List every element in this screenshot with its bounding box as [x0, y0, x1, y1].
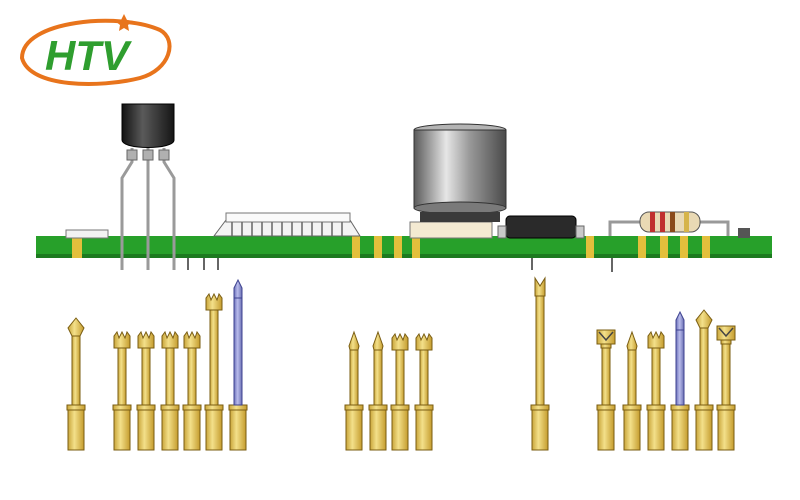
probe-crown — [414, 332, 434, 451]
electrolytic-capacitor — [413, 123, 507, 222]
pcb-pads — [72, 236, 710, 258]
probe-spear — [344, 330, 364, 451]
probe-crown — [390, 332, 410, 451]
logo-text: HTV — [45, 32, 132, 79]
probe-crown — [204, 292, 224, 451]
smd-ic — [213, 212, 361, 237]
smd-component — [497, 215, 585, 239]
probe-square-cup — [596, 329, 616, 451]
transistor — [120, 103, 219, 270]
logo-orbit-ring — [19, 18, 172, 86]
probe-cone-spear — [66, 317, 86, 451]
probe-needle — [228, 278, 248, 451]
probe-square-cup — [716, 325, 736, 451]
probe-cone-spear — [694, 309, 714, 451]
probe-spear — [368, 330, 388, 451]
probe-crown — [646, 330, 666, 451]
probe-crown — [112, 330, 132, 451]
pcb-board — [36, 221, 772, 258]
star-icon — [115, 14, 133, 31]
htv-logo: HTV — [19, 14, 172, 86]
test-probes — [66, 276, 736, 451]
probe-crown — [160, 330, 180, 451]
probe-needle — [670, 310, 690, 451]
probe-spear — [622, 330, 642, 451]
axial-resistor — [531, 211, 730, 272]
probe-v-cup — [530, 276, 550, 451]
probe-crown — [136, 330, 156, 451]
probe-crown — [182, 330, 202, 451]
